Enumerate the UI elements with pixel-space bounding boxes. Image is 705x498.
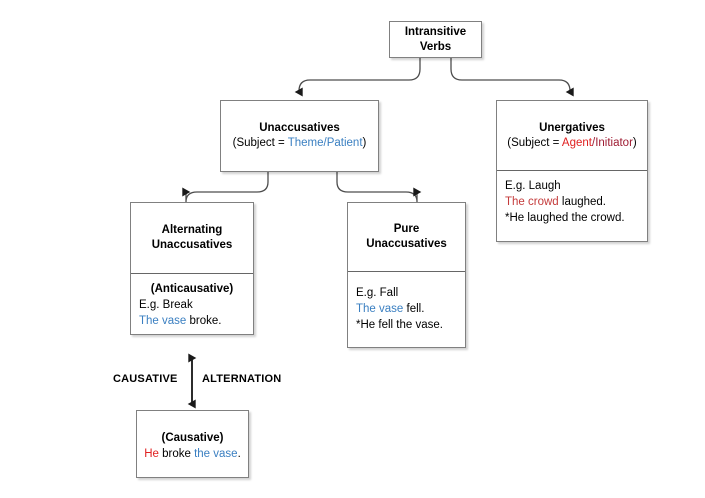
pure-example-ungrammatical: *He fell the vase. — [356, 319, 443, 331]
edge-intransitive-to-unaccusatives — [294, 57, 421, 97]
node-intransitive-verbs-title-line1: Intransitive — [404, 25, 467, 38]
node-unergatives-subject-role: (Subject = Agent/Initiator) — [507, 136, 637, 151]
unergatives-example-predicate: laughed. — [558, 196, 607, 208]
unergatives-role-separator: / — [591, 136, 596, 149]
node-intransitive-verbs-title-line2: Verbs — [419, 40, 452, 53]
unaccusatives-role-theme-patient: Theme/Patient — [287, 137, 363, 149]
node-pure-divider — [348, 271, 465, 272]
alternating-example: The vase broke. — [139, 313, 253, 329]
node-intransitive-verbs[interactable]: Intransitive Verbs — [389, 21, 482, 58]
node-unergatives-head: Unergatives (Subject = Agent/Initiator) — [497, 101, 647, 170]
node-alternating-head: Alternating Unaccusatives — [131, 203, 253, 273]
node-causative[interactable]: (Causative) He broke the vase. — [136, 410, 249, 478]
pure-eg-label: E.g. Fall — [356, 287, 399, 299]
unergatives-role-agent: Agent — [561, 136, 592, 149]
node-pure-unaccusatives[interactable]: Pure Unaccusatives E.g. Fall The vase fe… — [347, 202, 466, 348]
node-unergatives-title: Unergatives — [539, 121, 605, 134]
edge-unaccusatives-to-alternating — [182, 172, 269, 203]
unergatives-role-initiator: Initiator — [595, 136, 633, 149]
unaccusatives-sub-suffix: ) — [362, 137, 367, 149]
unergatives-sub-suffix: ) — [632, 136, 637, 149]
causative-example-verb: broke — [158, 448, 195, 460]
node-pure-title-line2: Unaccusatives — [366, 238, 447, 250]
pure-example-subject: The vase — [356, 303, 404, 315]
pure-example-predicate: fell. — [403, 303, 425, 315]
node-pure-head: Pure Unaccusatives — [348, 203, 465, 271]
node-alternating-body: (Anticausative) E.g. Break The vase brok… — [131, 273, 253, 329]
node-unergatives-body: E.g. Laugh The crowd laughed. *He laughe… — [497, 170, 647, 226]
alternating-example-subject: The vase — [139, 315, 187, 327]
causative-example-object: the vase — [194, 448, 238, 460]
unergatives-eg-label: E.g. Laugh — [505, 180, 561, 192]
node-alternating-unaccusatives[interactable]: Alternating Unaccusatives (Anticausative… — [130, 202, 254, 335]
node-unaccusatives[interactable]: Unaccusatives (Subject = Theme/Patient) — [220, 100, 379, 172]
causative-example-period: . — [237, 448, 241, 460]
alternation-label-right: ALTERNATION — [202, 373, 282, 385]
unaccusatives-sub-prefix: (Subject = — [232, 137, 288, 149]
unergatives-example-ungrammatical: *He laughed the crowd. — [505, 212, 625, 224]
node-unaccusatives-head: Unaccusatives (Subject = Theme/Patient) — [221, 101, 378, 171]
alternating-body-heading: (Anticausative) — [150, 283, 234, 295]
unergatives-example-subject: The crowd — [505, 196, 559, 208]
node-alternating-title-line2: Unaccusatives — [151, 239, 233, 251]
node-unaccusatives-title: Unaccusatives — [259, 122, 340, 134]
causative-example-subject: He — [144, 448, 159, 460]
alternation-label-left: CAUSATIVE — [113, 373, 178, 385]
node-unaccusatives-subject-role: (Subject = Theme/Patient) — [233, 136, 367, 151]
unergatives-example-grammatical: The crowd laughed. — [505, 194, 647, 210]
node-pure-title-line1: Pure — [393, 223, 420, 235]
edge-unaccusatives-to-pure — [336, 172, 422, 203]
node-pure-body: E.g. Fall The vase fell. *He fell the va… — [348, 271, 465, 333]
causative-heading: (Causative) — [161, 432, 224, 444]
node-alternating-divider — [131, 273, 253, 274]
alternating-eg-label: E.g. Break — [139, 299, 193, 311]
node-causative-body: (Causative) He broke the vase. — [137, 411, 248, 462]
edge-intransitive-to-unergatives — [450, 57, 574, 97]
node-unergatives[interactable]: Unergatives (Subject = Agent/Initiator) … — [496, 100, 648, 242]
unergatives-sub-prefix: (Subject = — [507, 136, 562, 149]
pure-example-grammatical: The vase fell. — [356, 301, 465, 317]
causative-example: He broke the vase. — [137, 446, 248, 462]
node-unergatives-divider — [497, 170, 647, 171]
node-alternating-title-line1: Alternating — [161, 224, 223, 236]
alternating-example-predicate: broke. — [186, 315, 222, 327]
node-intransitive-verbs-head: Intransitive Verbs — [390, 22, 481, 57]
